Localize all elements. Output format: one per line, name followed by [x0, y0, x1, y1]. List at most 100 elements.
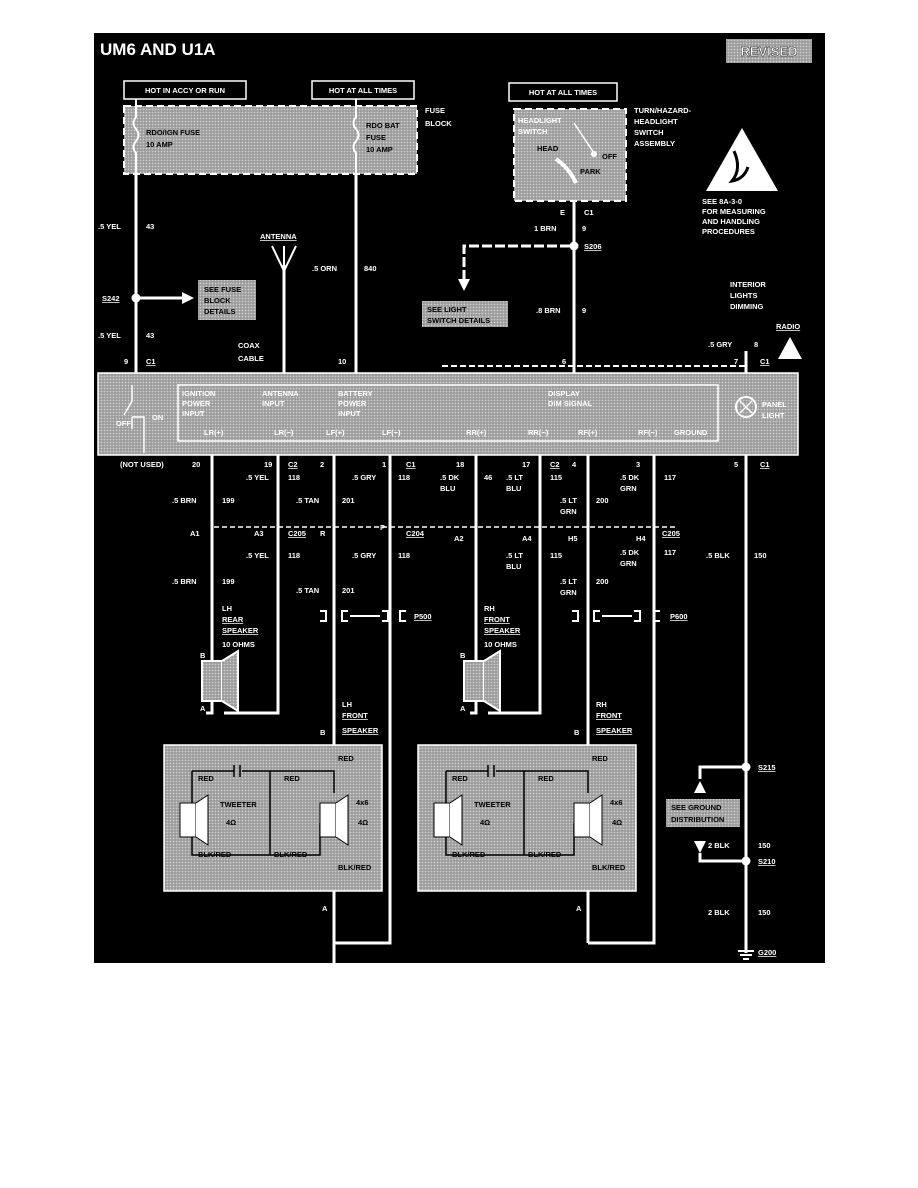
pin-number: 18 — [456, 460, 464, 469]
radio-text: INPUT — [338, 409, 361, 418]
speaker-label: SPEAKER — [484, 626, 521, 635]
pin-b: B — [574, 728, 580, 737]
terminal-label: LF(+) — [326, 428, 345, 437]
wire-number: 840 — [364, 264, 377, 273]
circuit-label: RED — [198, 774, 214, 783]
ground-distribution-ref[interactable] — [666, 799, 740, 827]
schematic-svg: UM6 AND U1A REVISED HOT IN ACCY OR RUN H… — [97, 39, 812, 963]
wire-number: 150 — [754, 551, 767, 560]
wire-number: 117 — [664, 473, 676, 482]
circuit-label: 4x6 — [610, 798, 623, 807]
pin-number: 2 — [320, 460, 324, 469]
headlight-pin: E — [560, 208, 565, 217]
terminal-label: RR(−) — [528, 428, 549, 437]
speaker-label: SPEAKER — [342, 726, 379, 735]
pin-number: 17 — [522, 460, 530, 469]
terminal-label: RR(+) — [466, 428, 487, 437]
speaker-label: FRONT — [342, 711, 368, 720]
ground-ref-wire — [698, 765, 742, 779]
hot-accy-run-label: HOT IN ACCY OR RUN — [145, 86, 225, 95]
wire-number: 43 — [146, 222, 154, 231]
wire-number: 201 — [342, 496, 355, 505]
circuit-label: 4Ω — [612, 818, 622, 827]
wire-number: 150 — [758, 908, 771, 917]
antenna-icon — [271, 245, 297, 274]
splice-label: S242 — [102, 294, 120, 303]
connector-pin: A3 — [254, 529, 264, 538]
connector-pin: P — [380, 523, 385, 532]
coax-label: COAX — [238, 341, 260, 350]
terminal-label: RF(−) — [638, 428, 658, 437]
circuit-label: RED — [592, 754, 608, 763]
headlight-connector: C1 — [584, 208, 594, 217]
wire-label: .5 TAN — [296, 496, 319, 505]
circuit-label: RED — [284, 774, 300, 783]
pin-number: 10 — [338, 357, 346, 366]
wire-label: GRN — [620, 484, 637, 493]
wire-label: .5 LT — [506, 551, 523, 560]
wire-number: 115 — [550, 551, 562, 560]
woofer-cone — [195, 794, 209, 846]
pin-a: A — [200, 704, 206, 713]
splice-s215 — [741, 762, 751, 772]
wire-label: .5 YEL — [98, 331, 121, 340]
pin-number: 20 — [192, 460, 200, 469]
diagram-title: UM6 AND U1A — [100, 40, 216, 59]
wire-label: .5 YEL — [246, 473, 269, 482]
wire-number: 118 — [398, 473, 410, 482]
tweeter-icon — [319, 802, 337, 838]
wire-label: .5 GRY — [352, 473, 376, 482]
interior-label: INTERIOR — [730, 280, 766, 289]
wire-label: GRN — [560, 507, 577, 516]
circuit-label: BLK/RED — [198, 850, 232, 859]
wire-label: .5 BRN — [172, 577, 197, 586]
circuit-label: BLK/RED — [338, 863, 372, 872]
connector-pin: R — [320, 529, 326, 538]
radio-label: RADIO — [776, 322, 800, 331]
wire-label: 2 BLK — [708, 908, 730, 917]
revised-badge — [726, 39, 812, 63]
radio-text: PANEL — [762, 400, 787, 409]
speaker-label: SPEAKER — [222, 626, 259, 635]
pin-a: A — [460, 704, 466, 713]
pin-number: 9 — [124, 357, 128, 366]
circuit-label: BLK/RED — [452, 850, 486, 859]
radio-text: DIM SIGNAL — [548, 399, 593, 408]
ref-text: DISTRIBUTION — [671, 815, 724, 824]
light-switch-ref[interactable] — [422, 301, 508, 327]
connector-pin: H4 — [636, 534, 646, 543]
wire-label: 1 BRN — [534, 224, 557, 233]
connector-pin: H5 — [568, 534, 578, 543]
wire-label: GRN — [560, 588, 577, 597]
radio-text: BATTERY — [338, 389, 373, 398]
wire-label: .5 YEL — [98, 222, 121, 231]
wire-label: 2 BLK — [708, 841, 730, 850]
radio-text: INPUT — [182, 409, 205, 418]
fuse-details-ref[interactable] — [198, 280, 256, 320]
assembly-label: HEADLIGHT — [634, 117, 678, 126]
fuse-block-label: BLOCK — [425, 119, 452, 128]
circuit-label: TWEETER — [474, 800, 511, 809]
wire-number: 118 — [288, 473, 300, 482]
wire-number: 200 — [596, 496, 609, 505]
speaker-label: LH — [222, 604, 232, 613]
circuit-label: 4x6 — [356, 798, 369, 807]
park-label: PARK — [580, 167, 601, 176]
circuit-label: BLK/RED — [592, 863, 626, 872]
ref-text: BLOCK — [204, 296, 231, 305]
wire-label: .5 LT — [560, 496, 577, 505]
connector-label: C1 — [406, 460, 416, 469]
connector-p600 — [572, 610, 660, 622]
ground-ref-wire — [698, 853, 742, 863]
arrow-icon — [182, 292, 194, 304]
assembly-label: ASSEMBLY — [634, 139, 675, 148]
assembly-label: TURN/HAZARD- — [634, 106, 692, 115]
radio-text: DISPLAY — [548, 389, 580, 398]
pin-number: 3 — [636, 460, 640, 469]
wire-label: .5 BRN — [172, 496, 197, 505]
connector-label: P600 — [670, 612, 688, 621]
woofer-icon — [433, 802, 451, 838]
pin-number: 5 — [734, 460, 738, 469]
connector-label: C1 — [760, 460, 770, 469]
esd-small-icon — [778, 337, 802, 359]
